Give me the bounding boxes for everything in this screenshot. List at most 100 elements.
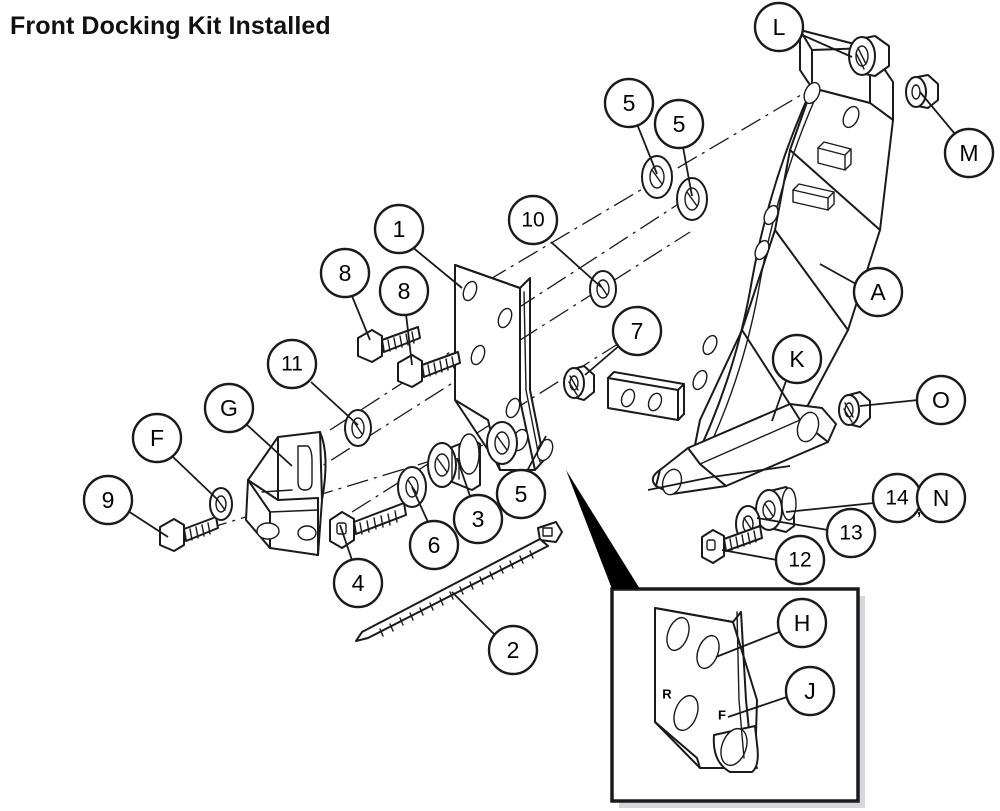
angle-bracket-g [245,431,327,556]
detail-pointer-wedge [566,470,640,589]
callout-label: 14 [885,487,909,510]
inset-hole-4 [720,727,748,767]
callout-k[interactable]: K [771,333,823,385]
callout-8-b[interactable]: 8 [378,265,430,317]
callout-7[interactable]: 7 [611,305,663,357]
bracket-hole-3 [763,204,779,226]
callout-13[interactable]: 13 [825,507,877,559]
flange-nut-l [848,35,890,77]
bracket-g-hole-2 [297,525,317,541]
plate-hole-3 [470,344,486,366]
cable-tie [355,521,563,642]
bracket-hole-5 [702,334,718,356]
callout-label: G [220,395,238,421]
callout-label: 5 [623,90,636,116]
numbered-callouts: 1 2 3 4 5 5 5 6 [82,77,923,676]
callout-h[interactable]: H [776,597,828,649]
bushing-right [755,486,797,533]
link-arm-k [647,403,837,496]
flange-nut-o [838,391,871,428]
plate-hole-1 [462,280,478,302]
callout-4[interactable]: 4 [332,557,384,609]
inset-hole-1 [666,616,690,652]
callout-12[interactable]: 12 [774,534,826,586]
callout-f[interactable]: F [131,412,183,464]
link-hole-right [796,411,820,443]
callout-label: L [773,14,786,40]
callout-label: N [933,485,950,511]
callout-label: 5 [673,111,686,137]
callout-6[interactable]: 6 [408,519,460,571]
callout-label: 4 [352,570,365,596]
callout-label: M [959,140,978,166]
inset-plate [654,607,759,773]
callout-n[interactable]: N [915,472,967,524]
callout-1[interactable]: 1 [373,203,425,255]
callout-5-c[interactable]: 5 [495,468,547,520]
stamp-mark-r: R [662,687,672,702]
callout-label: H [794,610,811,636]
plate-hole-2 [497,307,513,329]
callout-label: 6 [428,532,441,558]
callout-label: 5 [515,481,528,507]
callout-g[interactable]: G [203,382,255,434]
callout-label: 8 [398,278,411,304]
callout-label: F [150,425,164,451]
flat-washer-upper-2 [676,177,708,221]
flat-washer-f [209,487,233,521]
callout-m[interactable]: M [943,127,995,179]
callout-label: 12 [788,549,811,572]
inset-hole-3 [673,694,699,732]
letter-callouts: A F G J H K L M [131,1,995,717]
callout-label: J [804,678,816,704]
bracket-hole-2 [842,105,860,129]
bracket-hole-1 [803,81,821,105]
flange-nut-center [563,365,595,401]
callout-3[interactable]: 3 [452,493,504,545]
callout-label: 2 [507,637,520,663]
callout-label: O [932,387,950,413]
stamp-mark-f: F [718,708,726,723]
callout-2[interactable]: 2 [487,624,539,676]
link-hole-left [661,468,683,496]
inset-hole-2 [696,634,720,670]
callout-label: 10 [521,209,544,232]
callout-label: 13 [839,522,862,545]
callout-label: 9 [102,487,115,513]
hex-bolt-upper [357,326,421,363]
bracket-hole-6 [692,369,708,391]
hex-bolt-lower [397,351,461,388]
main-bracket-a [689,29,894,471]
callout-j[interactable]: J [784,665,836,717]
flat-washer-upper [641,155,673,199]
flange-nut-m [905,74,939,109]
callout-5-a[interactable]: 5 [603,77,655,129]
callout-10[interactable]: 10 [507,194,559,246]
callout-label: A [870,279,886,305]
callout-8-a[interactable]: 8 [319,247,371,299]
callout-5-b[interactable]: 5 [653,98,705,150]
plate-hole-4 [505,397,521,419]
callout-9[interactable]: 9 [82,474,134,526]
flat-washer-mid [589,270,617,308]
callout-label: 7 [631,318,644,344]
callout-label: 11 [281,353,303,376]
callout-14[interactable]: 14 [871,472,923,524]
socket-screw-right [701,525,763,564]
bar-hole-1 [620,388,636,408]
callout-l[interactable]: L [753,1,805,53]
callout-a[interactable]: A [852,266,904,318]
bracket-hole-4 [754,239,770,261]
callout-label: 8 [339,260,352,286]
hex-bolt-left [159,516,219,552]
socket-head-screw [329,502,407,549]
flat-bar-plate [607,371,685,421]
callout-label: K [789,346,805,372]
flat-washer-plate [486,421,518,465]
leader-lines [127,33,956,718]
callout-o[interactable]: O [915,374,967,426]
callout-separator: , [916,495,922,520]
callout-11[interactable]: 11 [266,338,318,390]
bushing-spacer [427,433,481,491]
callout-label: 3 [472,506,485,532]
